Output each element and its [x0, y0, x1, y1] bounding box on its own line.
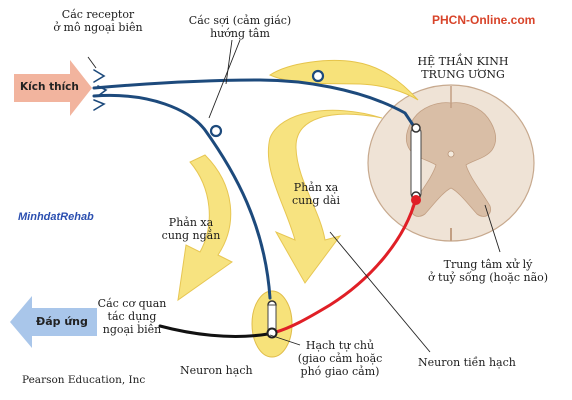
short-reflex-line-1: Phản xạ	[168, 216, 214, 229]
effectors-label: Các cơ quan tác dụng ngoại biên	[96, 297, 168, 336]
site-brand: PHCN-Online.com	[432, 13, 536, 27]
response-label: Đáp ứng	[36, 315, 88, 328]
long-reflex-line-2: cung dài	[292, 194, 340, 207]
autonomic-ganglion-label: Hạch tự chủ (giao cảm hoặc phó giao cảm)	[288, 339, 392, 378]
effectors-line-2: tác dụng	[107, 310, 157, 323]
stimulus-arrow	[14, 60, 92, 116]
ganglion-line-2: (giao cảm hoặc	[297, 352, 383, 365]
receptors-label: Các receptor ở mô ngoại biên	[48, 8, 148, 34]
processing-line-1: Trung tâm xử lý	[443, 258, 533, 271]
long-reflex-label: Phản xạ cung dài	[282, 181, 350, 207]
effectors-line-3: ngoại biên	[102, 323, 162, 336]
afferent-neuron-body-upper	[311, 69, 325, 83]
short-reflex-label: Phản xạ cung ngắn	[152, 216, 230, 242]
publisher-credit: Pearson Education, Inc	[22, 374, 146, 386]
dorsal-root-ganglion	[268, 60, 419, 101]
ganglion-line-1: Hạch tự chủ	[305, 339, 375, 352]
stimulus-label: Kích thích	[20, 81, 79, 93]
effectors-line-1: Các cơ quan	[97, 297, 167, 310]
long-reflex-arrow	[267, 109, 383, 284]
processing-center-label: Trung tâm xử lý ở tuỷ sống (hoặc não)	[418, 258, 558, 284]
short-reflex-arrow	[177, 154, 233, 302]
cns-line-2: TRUNG ƯƠNG	[421, 68, 505, 81]
afferent-line-1: Các sợi (cảm giác)	[188, 14, 292, 27]
leader-lines	[87, 39, 501, 353]
cns-line-1: HỆ THẦN KINH	[417, 55, 509, 68]
short-reflex-line-2: cung ngắn	[161, 229, 221, 242]
processing-line-2: ở tuỷ sống (hoặc não)	[427, 271, 549, 284]
afferent-neuron-body-lower	[209, 124, 223, 138]
cns-label: HỆ THẦN KINH TRUNG ƯƠNG	[404, 55, 522, 81]
preganglionic-fiber	[274, 196, 418, 334]
spinal-cord-section	[367, 84, 535, 242]
preganglionic-neuron-label: Neuron tiền hạch	[418, 356, 516, 369]
gray-matter	[405, 102, 497, 217]
afferent-line-2: hướng tâm	[210, 27, 270, 40]
receptors-line-2: ở mô ngoại biên	[53, 21, 143, 34]
watermark: MinhdatRehab	[18, 211, 94, 223]
spinal-interneuron	[410, 123, 422, 201]
ganglionic-neuron-label: Neuron hạch	[180, 364, 253, 377]
ganglion-line-3: phó giao cảm)	[300, 365, 380, 378]
afferent-fibers-label: Các sợi (cảm giác) hướng tâm	[184, 14, 296, 40]
receptors-line-1: Các receptor	[61, 8, 135, 21]
afferent-fibers	[92, 69, 417, 300]
response-arrow	[10, 296, 97, 348]
long-reflex-line-1: Phản xạ	[293, 181, 339, 194]
postganglionic-fiber	[158, 324, 270, 338]
